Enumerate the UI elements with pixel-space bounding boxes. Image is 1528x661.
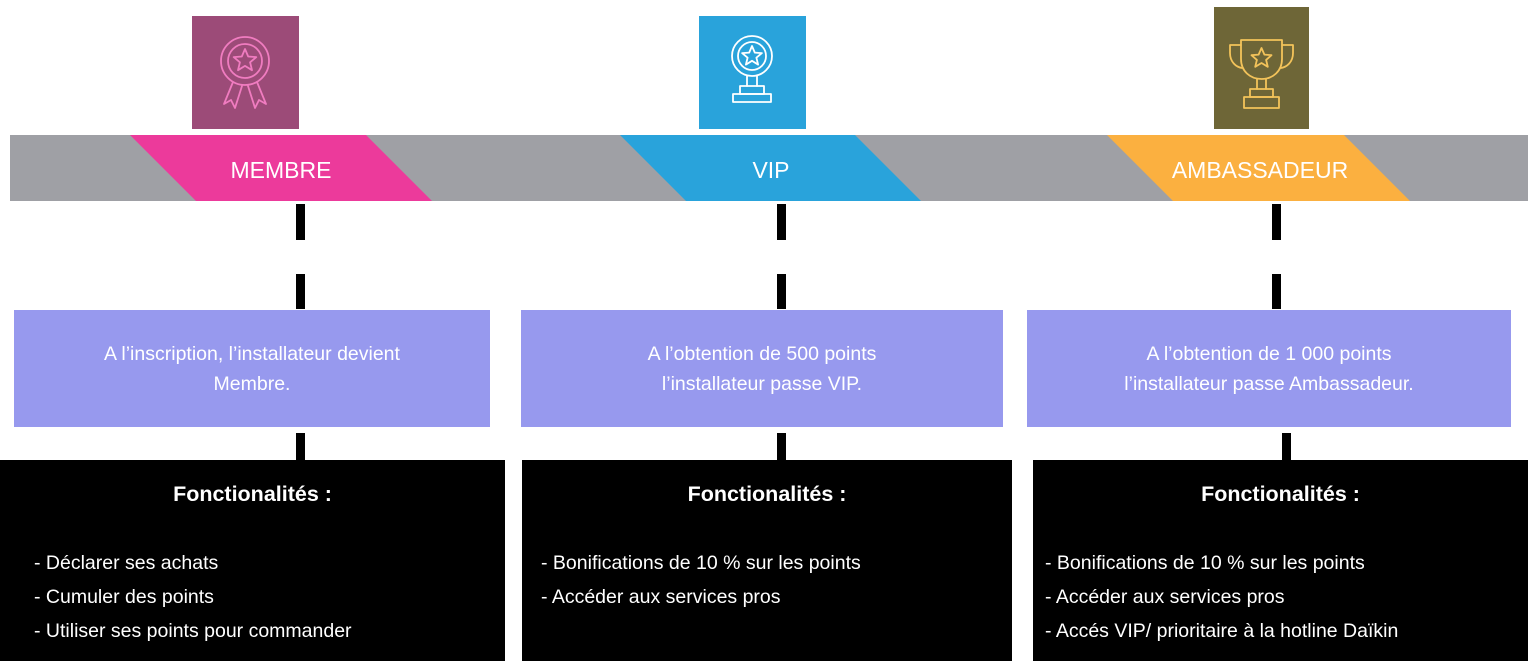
trophy-star-icon [1214,7,1309,129]
connector [777,274,786,309]
features-title: Fonctionalités : [687,482,847,506]
tier-label-membre: MEMBRE [230,156,332,183]
connector [777,204,786,240]
connector [296,433,305,461]
feature-item: - Déclarer ses achats [34,552,219,574]
vip-features-box: Fonctionalités : - Bonifications de 10 %… [522,460,1012,661]
vip-description: A l’obtention de 500 points l’installate… [521,310,1003,427]
ambassadeur-description: A l’obtention de 1 000 points l’installa… [1027,310,1511,427]
connector [1272,274,1281,309]
ambassadeur-features-box: Fonctionalités : - Bonifications de 10 %… [1033,460,1528,661]
vip-tier-shape [620,135,921,201]
connector [1282,433,1291,461]
feature-item: - Utiliser ses points pour commander [34,620,352,642]
description-line: l’installateur passe Ambassadeur. [1124,372,1414,395]
award-ribbon-star-icon [192,16,299,129]
description-line: A l’obtention de 1 000 points [1146,342,1392,365]
description-line: l’installateur passe VIP. [661,372,863,395]
description-line: A l’obtention de 500 points [647,342,877,365]
membre-tier-shape [130,135,432,201]
features-title: Fonctionalités : [1201,482,1360,506]
features-title: Fonctionalités : [173,482,332,506]
feature-item: - Cumuler des points [34,586,214,608]
tier-label-ambassadeur: AMBASSADEUR [1171,156,1349,183]
ambassadeur-tier-shape [1107,135,1410,201]
membre-description: A l’inscription, l’installateur devient … [14,310,490,427]
feature-item: - Bonifications de 10 % sur les points [1045,552,1365,574]
description-line: Membre. [213,372,291,395]
membre-features-box: Fonctionalités : - Déclarer ses achats -… [0,460,505,661]
connector [296,204,305,240]
star-medal-podium-icon [699,16,806,129]
tier-label-vip: VIP [752,156,790,183]
feature-item: - Accéder aux services pros [1045,586,1285,608]
tier-shapes [130,135,1410,201]
connector [777,433,786,461]
feature-item: - Accés VIP/ prioritaire à la hotline Da… [1045,620,1399,642]
description-line: A l’inscription, l’installateur devient [104,342,400,365]
feature-item: - Accéder aux services pros [541,586,781,608]
connector [1272,204,1281,240]
feature-item: - Bonifications de 10 % sur les points [541,552,861,574]
connector [296,274,305,309]
